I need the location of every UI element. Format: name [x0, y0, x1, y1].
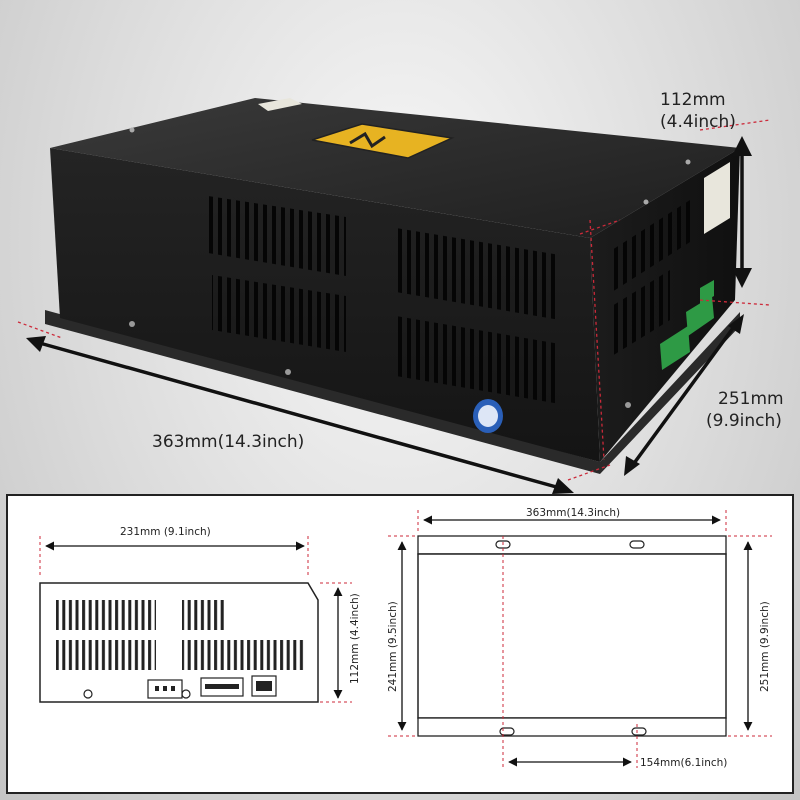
top-view-body [417, 553, 727, 719]
mounting-slot [631, 727, 647, 736]
side-vent-1 [612, 200, 690, 292]
side-vent-2 [612, 270, 670, 356]
high-voltage-warning-icon [311, 123, 455, 159]
screw [285, 369, 291, 375]
front-vent-4 [396, 316, 560, 404]
terminal-block-2 [660, 326, 690, 370]
terminal-block-3 [700, 280, 714, 304]
front-vent-3 [396, 228, 560, 320]
height-dimension-label-inch: (4.4inch) [660, 112, 736, 132]
depth-dimension-label: 251mm [718, 389, 784, 409]
front-view-drawing [39, 536, 352, 703]
mounting-slot [629, 540, 645, 549]
height-dimension-label: 112mm [660, 90, 726, 110]
top-outer-height-label: 251mm (9.9inch) [759, 601, 771, 692]
dimension-arrows [35, 146, 744, 490]
drawing-canvas: 231mm (9.1inch) 112mm (4.4inch) [39, 507, 772, 769]
top-length-label: 363mm(14.3inch) [526, 507, 620, 519]
housing-top-face [50, 98, 740, 238]
screw [685, 159, 691, 165]
arrow-heads [26, 136, 752, 494]
edge-markers [17, 119, 771, 481]
top-view-drawing [388, 510, 772, 768]
power-supply-render [17, 98, 771, 494]
bottom-mounting-flange [417, 717, 727, 737]
front-vent-2 [212, 275, 346, 352]
screw [643, 199, 649, 205]
technical-drawing-panel: 231mm (9.1inch) 112mm (4.4inch) [6, 494, 794, 794]
front-vent-1 [208, 196, 346, 276]
screw [129, 321, 135, 327]
screw [129, 127, 135, 133]
top-label-sticker [258, 98, 302, 111]
top-inner-height-label: 241mm (9.5inch) [387, 601, 399, 692]
front-width-label: 231mm (9.1inch) [120, 526, 211, 538]
blue-round-sticker [473, 399, 503, 433]
depth-dimension-label-inch: (9.9inch) [706, 411, 782, 431]
hole-spacing-label: 154mm(6.1inch) [640, 757, 727, 769]
indicator-hole [83, 689, 93, 699]
terminal-block-1 [686, 296, 714, 336]
front-height-label: 112mm (4.4inch) [349, 593, 361, 684]
side-label-sticker [704, 162, 730, 234]
screw [625, 402, 631, 408]
mounting-slot [499, 727, 515, 736]
top-mounting-flange [417, 535, 727, 555]
length-dimension-label: 363mm(14.3inch) [152, 432, 305, 452]
